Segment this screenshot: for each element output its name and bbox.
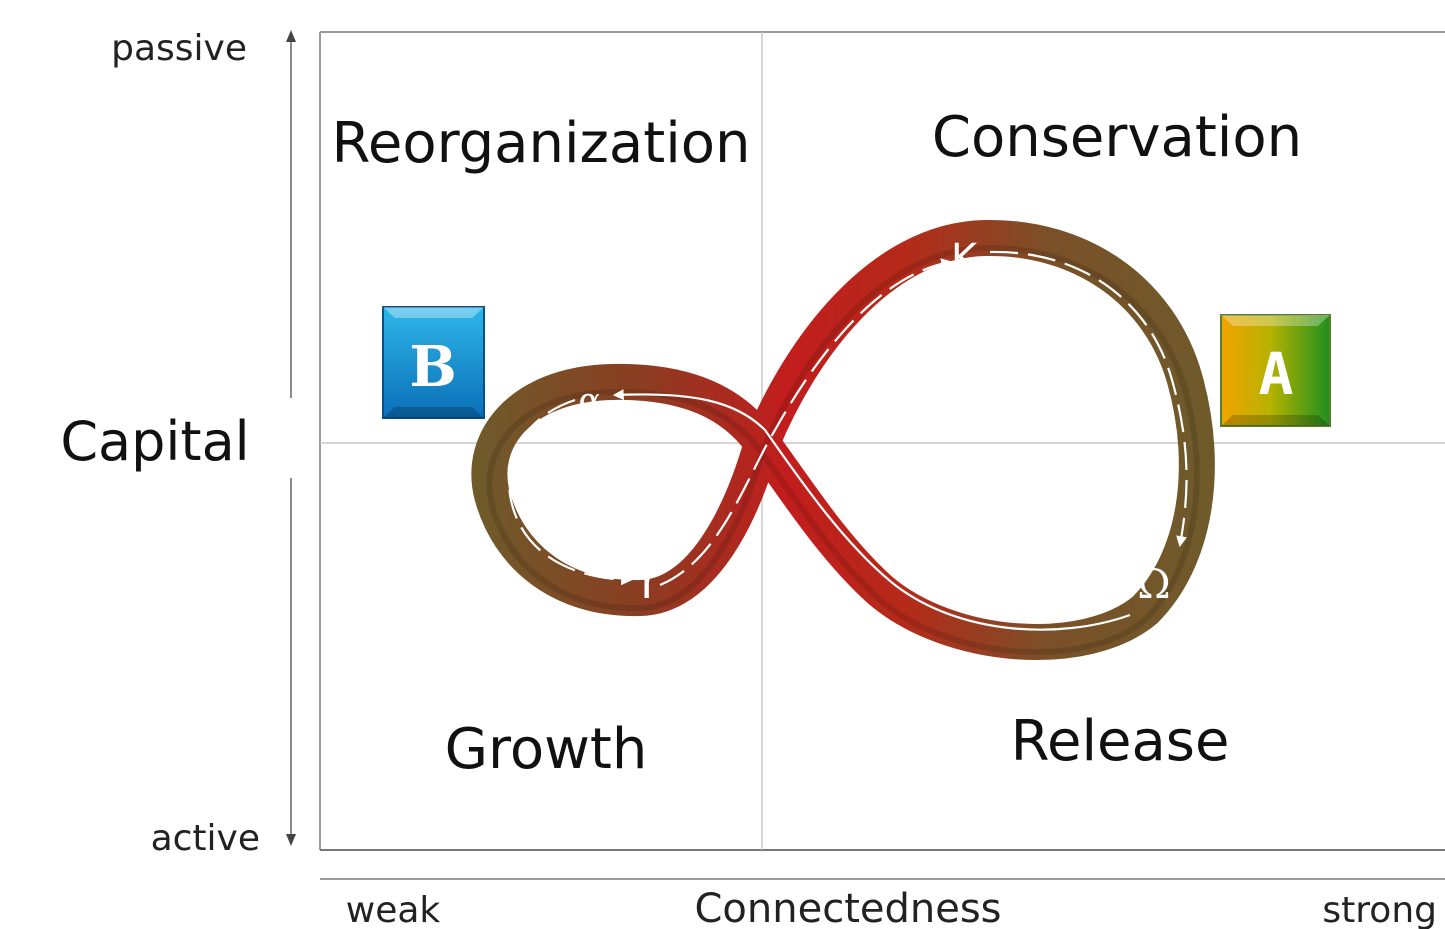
y-top-label: passive <box>111 28 247 69</box>
adaptive-cycle-loop: α K r Ω <box>471 219 1215 660</box>
x-left-label: weak <box>346 890 441 929</box>
badge-a-bevel-top <box>1221 315 1330 326</box>
quadrant-reorganization: Reorganization <box>331 111 750 176</box>
loop-band-shade <box>486 244 1200 655</box>
x-right-label: strong <box>1322 890 1437 929</box>
y-bottom-label: active <box>151 818 260 859</box>
badge-a-bevel-bottom <box>1221 415 1330 426</box>
quadrant-growth: Growth <box>445 717 648 782</box>
badge-b-bevel-bottom <box>383 407 484 418</box>
y-axis-label: Capital <box>60 410 249 473</box>
badge-b-bevel-top <box>383 307 484 318</box>
alpha-label: α <box>579 381 602 421</box>
badge-b-box <box>382 306 485 419</box>
badge-a: A <box>1220 314 1331 427</box>
x-axis-label: Connectedness <box>694 886 1001 929</box>
flow-arrow-r-to-k <box>659 258 953 587</box>
down-arrow-icon <box>286 834 296 846</box>
badge-b-label: B <box>409 334 456 400</box>
badge-a-label: A <box>1259 340 1294 408</box>
up-arrow-icon <box>286 30 296 42</box>
r-label: r <box>640 554 660 610</box>
omega-label: Ω <box>1137 562 1170 608</box>
k-label: K <box>951 236 979 282</box>
flow-arrow-alpha-to-r <box>508 398 633 586</box>
badge-a-box <box>1220 314 1331 427</box>
y-axis-arrows <box>286 30 296 846</box>
flow-arrow-k-to-omega <box>989 250 1188 548</box>
quadrant-release: Release <box>1011 709 1230 774</box>
flow-arrow-omega-to-alpha <box>612 389 1131 631</box>
badge-b: B <box>382 306 485 419</box>
loop-band <box>471 219 1215 660</box>
quadrant-conservation: Conservation <box>932 105 1302 170</box>
